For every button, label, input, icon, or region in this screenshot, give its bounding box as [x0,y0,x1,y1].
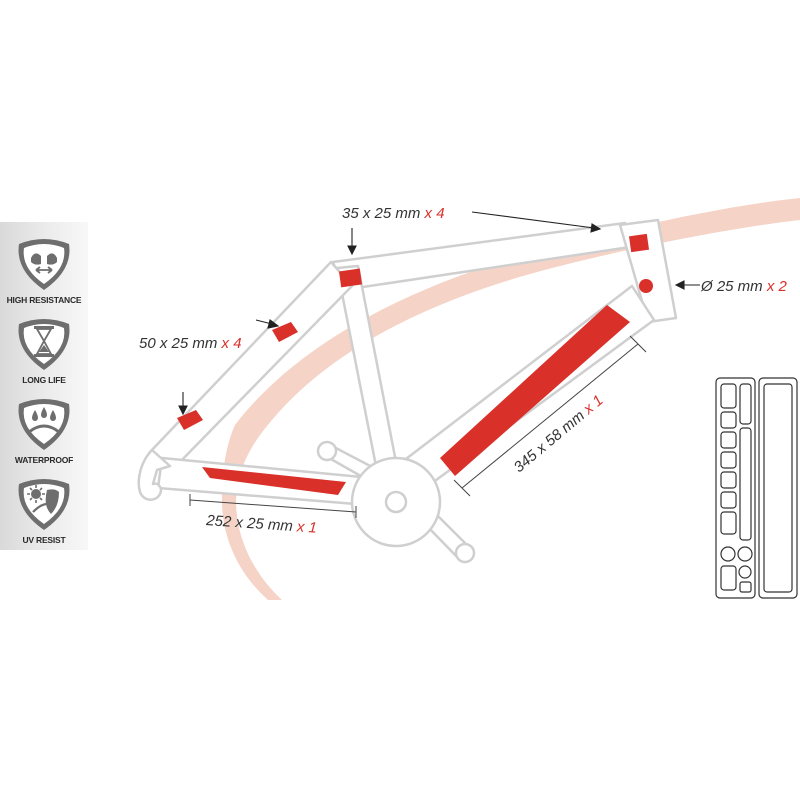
feature-high-resistance: HIGH RESISTANCE [0,234,88,305]
pedal-spindle-upper [316,440,338,462]
feature-label: UV RESIST [22,535,66,545]
uv-sun-shield-icon [18,479,70,530]
water-drops-icon [18,399,70,450]
head-tube-patch [628,233,650,253]
top-tube-patch-label: 35 x 25 mm x 4 [342,205,445,222]
seat-stay-patch-lower [177,410,203,430]
head-tube-dot [639,279,653,293]
seat-stay-patch-label: 50 x 25 mm x 4 [139,335,242,352]
hourglass-icon [18,319,70,370]
feature-uv-resist: UV RESIST [0,474,88,545]
cable-band [222,198,800,600]
pointer-arrows [178,211,700,416]
feature-label: HIGH RESISTANCE [6,295,82,305]
sticker-sheet [715,377,798,599]
pedal-spindle-lower [454,542,476,564]
chain-stay-strip-label: 252 x 25 mm x 1 [205,512,318,537]
feature-waterproof: WATERPROOF [0,394,88,465]
feature-label: WATERPROOF [14,455,74,465]
top-tube-patch [338,268,363,288]
features-panel: HIGH RESISTANCE LONG LIFE WATERPROOF [0,222,88,550]
seat-tube [335,264,398,468]
high-resistance-icon [18,239,70,290]
feature-long-life: LONG LIFE [0,314,88,385]
dimension-lines [189,335,647,518]
head-tube-dot-label: Ø 25 mm x 2 [700,278,788,295]
chain-stay-strip [202,467,346,495]
seat-stay-patch-upper [272,322,298,342]
bike-frame [137,218,678,564]
down-tube-strip [440,305,630,476]
rear-dropout [137,448,172,501]
crank-bolt [384,490,408,514]
feature-label: LONG LIFE [22,375,66,385]
protection-patches [177,233,653,495]
